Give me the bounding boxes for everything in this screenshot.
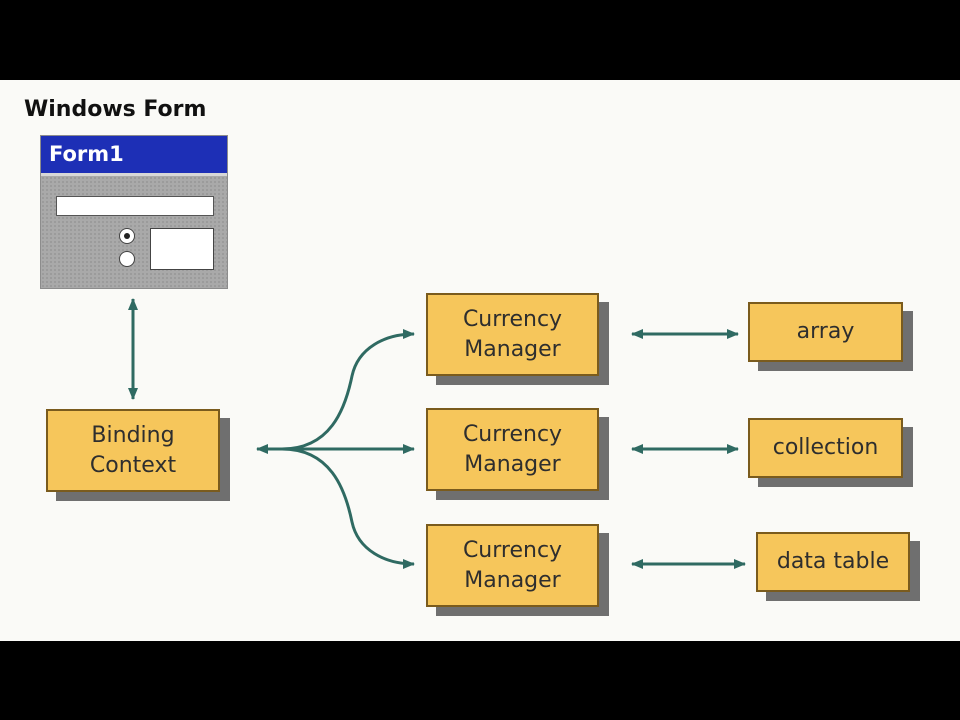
array-box: array <box>748 302 903 362</box>
form-radio-unchecked <box>119 251 135 267</box>
binding-context-box: Binding Context <box>46 409 220 492</box>
binding-to-manager-3-arrow <box>281 447 415 569</box>
diagram-title: Windows Form <box>24 97 207 122</box>
form-textbox <box>56 196 214 216</box>
form-radio-checked <box>119 228 135 244</box>
collection-box: collection <box>748 418 903 478</box>
form-title: Form1 <box>49 142 124 166</box>
diagram-canvas: Windows Form Form1 Binding Context Curre… <box>0 80 960 641</box>
form-listbox <box>150 228 214 270</box>
form-window-mockup: Form1 <box>40 135 228 289</box>
form-titlebar: Form1 <box>41 136 227 176</box>
binding-to-manager-1-arrow <box>281 329 415 451</box>
currency-manager-box-3: Currency Manager <box>426 524 599 607</box>
currency-manager-box-1: Currency Manager <box>426 293 599 376</box>
currency-manager-box-2: Currency Manager <box>426 408 599 491</box>
data-table-box: data table <box>756 532 910 592</box>
